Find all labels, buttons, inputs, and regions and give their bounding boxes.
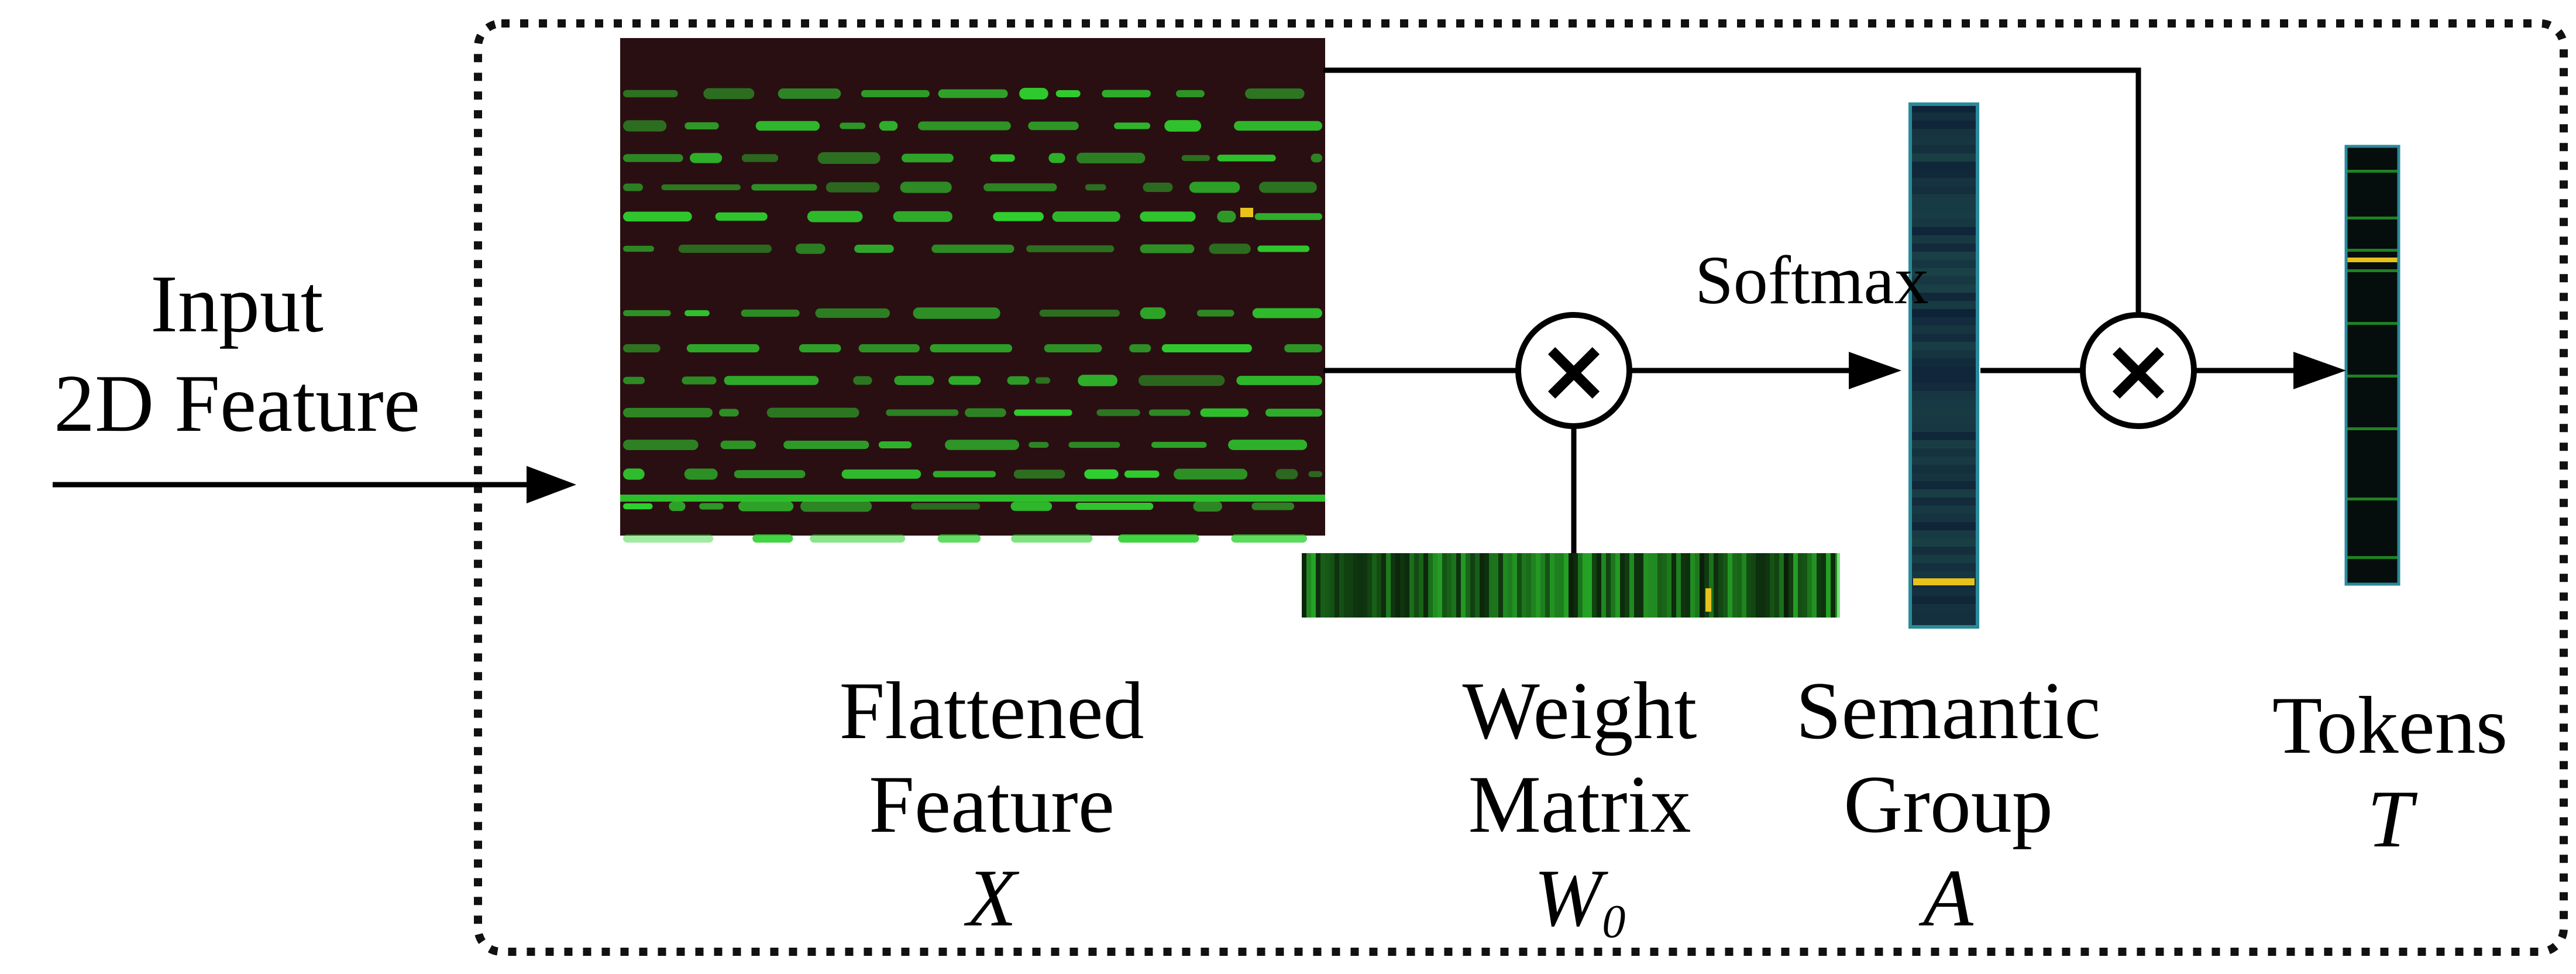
weight-label-line1: Weight — [1462, 666, 1697, 756]
weight-symbol-subscript: 0 — [1602, 896, 1626, 948]
flattened-feature-heatmap — [620, 38, 1325, 543]
input-label-line1: Input — [150, 259, 324, 349]
flattened-symbol: X — [967, 853, 1017, 944]
multiply-symbol-1: × — [1537, 320, 1611, 421]
tokens-strip — [2344, 145, 2400, 586]
input-label-line2: 2D Feature — [54, 358, 420, 449]
weight-matrix-heatmap — [1302, 553, 1840, 618]
arrowhead-2 — [1849, 352, 1901, 389]
flattened-label-line2: Feature — [869, 759, 1115, 850]
flattened-label-line1: Flattened — [839, 666, 1144, 756]
weight-symbol-main: W — [1533, 853, 1602, 944]
tokens-label: Tokens — [2272, 680, 2508, 771]
softmax-label: Softmax — [1695, 242, 1929, 318]
semantic-label-line2: Group — [1844, 759, 2053, 850]
skip-connection — [1323, 67, 2141, 315]
arrowhead-4 — [2293, 352, 2346, 389]
tokens-symbol: T — [2367, 774, 2413, 865]
weight-symbol: W0 — [1534, 858, 1626, 948]
input-arrowhead — [527, 466, 576, 503]
semantic-group-strip — [1908, 102, 1979, 629]
multiply-symbol-2: × — [2102, 320, 2175, 421]
weight-label-line2: Matrix — [1468, 759, 1691, 850]
semantic-symbol: A — [1923, 853, 1973, 944]
module-frame — [474, 19, 2568, 956]
semantic-label-line1: Semantic — [1796, 666, 2101, 756]
